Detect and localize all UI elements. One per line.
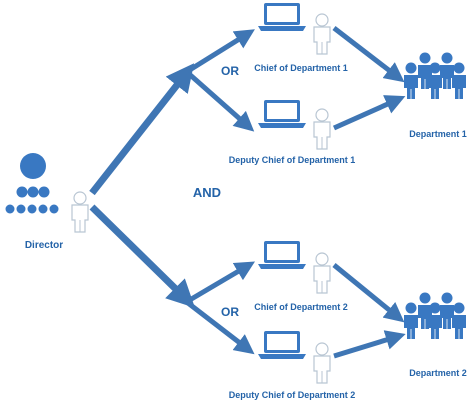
chief-1-person-icon: [313, 13, 331, 55]
chief-2-label: Chief of Department 2: [254, 302, 348, 312]
arrow-to-deputy-2: [186, 301, 255, 355]
department-2-people-group-icon: [404, 293, 466, 340]
and-label: AND: [193, 185, 221, 200]
chief-2-laptop-icon: [258, 241, 306, 269]
org-chart-icon: [5, 153, 59, 214]
department-1-label: Department 1: [409, 129, 467, 139]
chief-2-person-icon: [313, 252, 331, 294]
deputy-2-person-icon: [313, 342, 331, 384]
department-1-people-group-icon: [404, 53, 466, 100]
chief-1-laptop-icon: [258, 3, 306, 31]
arrow-to-deputy-1: [186, 71, 255, 132]
deputy-1-person-icon: [313, 108, 331, 150]
or-label-top: OR: [221, 64, 239, 78]
department-2-label: Department 2: [409, 368, 467, 378]
arrows: [89, 26, 406, 359]
deputy-1-laptop-icon: [258, 100, 306, 128]
or-label-bottom: OR: [221, 305, 239, 319]
arrow-to-chief-1: [186, 29, 255, 74]
chief-1-label: Chief of Department 1: [254, 63, 348, 73]
deputy-1-label: Deputy Chief of Department 1: [229, 155, 356, 165]
arrow-to-chief-2: [186, 261, 256, 304]
arrow-deputy-2-to-dept-2: [333, 330, 406, 359]
director-label: Director: [25, 240, 63, 251]
arrow-director-to-lower: [89, 204, 196, 308]
deputy-2-label: Deputy Chief of Department 2: [229, 390, 356, 400]
director-person-icon: [71, 191, 89, 233]
arrow-deputy-1-to-dept-1: [332, 95, 406, 131]
arrow-chief-2-to-dept-2: [332, 263, 405, 323]
arrow-director-to-upper: [89, 63, 195, 196]
deputy-2-laptop-icon: [258, 331, 306, 359]
arrow-chief-1-to-dept-1: [332, 26, 405, 83]
